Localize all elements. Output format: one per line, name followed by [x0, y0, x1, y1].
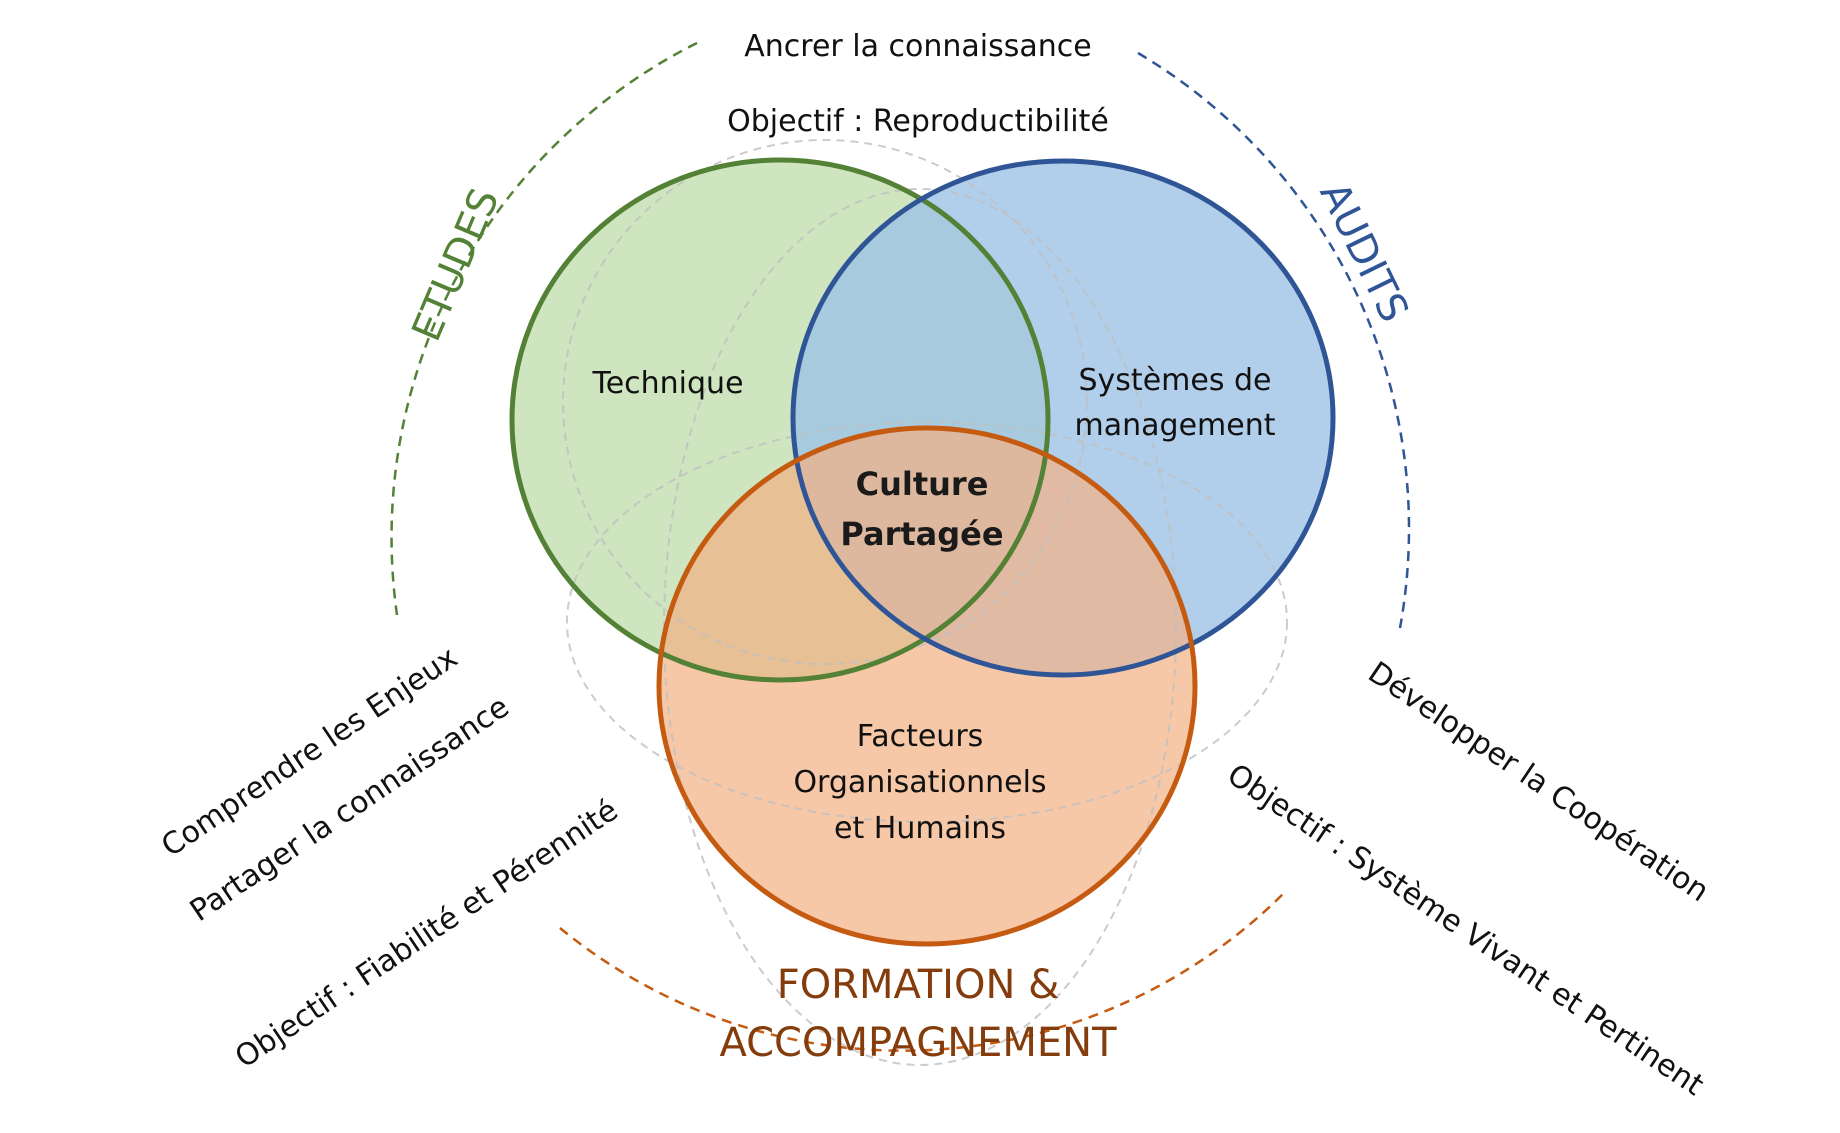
systemes-label-line1: Systèmes de — [1079, 363, 1272, 398]
facteurs-label-line1: Facteurs — [857, 719, 984, 754]
systemes-label-line2: management — [1075, 408, 1276, 443]
right-label-cooperation: Développer la Coopération — [1362, 655, 1715, 909]
center-label-line2: Partagée — [840, 515, 1003, 553]
facteurs-label-line3: et Humains — [834, 811, 1006, 846]
top-objective: Objectif : Reproductibilité — [727, 104, 1109, 139]
formation-title-line1: FORMATION & — [777, 962, 1060, 1008]
facteurs-label-line2: Organisationnels — [793, 765, 1046, 800]
guide-circle-audits — [562, 139, 1088, 665]
right-objective: Objectif : Système Vivant et Pertinent — [1221, 757, 1710, 1103]
guide-circle-formation — [566, 421, 1288, 823]
circle-etudes — [509, 157, 1051, 683]
etudes-title: ETUDES — [404, 182, 509, 348]
outer-arc-formation — [559, 891, 1286, 1052]
circle-audits — [790, 158, 1336, 678]
outer-arc-etudes — [390, 41, 698, 616]
top-label: Ancrer la connaissance — [744, 29, 1092, 64]
formation-title-line2: ACCOMPAGNEMENT — [719, 1020, 1117, 1066]
audits-title: AUDITS — [1310, 175, 1417, 329]
technique-label: Technique — [591, 366, 743, 401]
center-label-line1: Culture — [856, 465, 989, 503]
circle-formation — [656, 425, 1198, 947]
circle-fill-formation — [659, 428, 1195, 944]
